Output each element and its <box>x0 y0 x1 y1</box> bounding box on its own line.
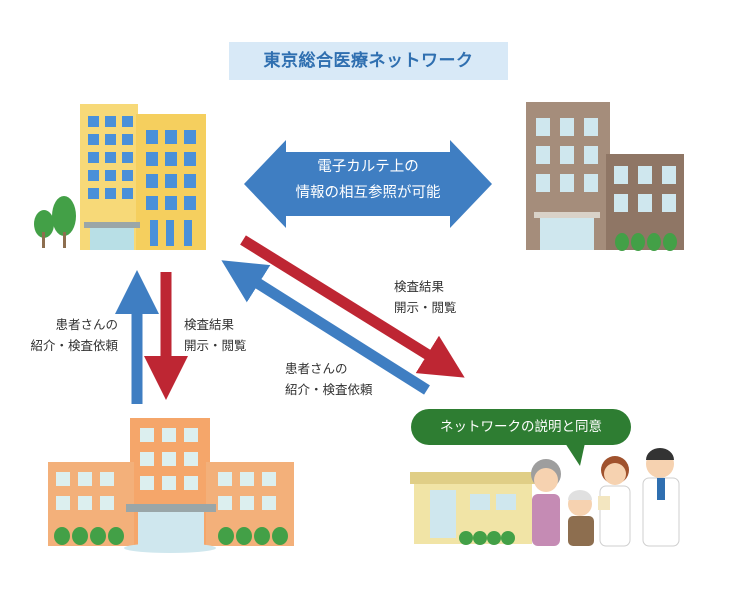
ehr-label-line1: 電子カルテ上の <box>317 159 419 175</box>
page-title: 東京総合医療ネットワーク <box>229 42 508 80</box>
referral-up-line1: 患者さんの <box>55 317 118 332</box>
results-diagonal-label: 検査結果 開示・閲覧 <box>394 276 457 318</box>
results-diagonal-line1: 検査結果 <box>394 279 445 294</box>
referral-up-label: 患者さんの 紹介・検査依頼 <box>18 314 118 356</box>
clinic-illustration <box>410 472 536 545</box>
results-diagonal-line2: 開示・閲覧 <box>394 300 457 315</box>
results-down-line2: 開示・閲覧 <box>184 338 247 353</box>
referral-diagonal-line1: 患者さんの <box>285 361 348 376</box>
ehr-label-line2: 情報の相互参照が可能 <box>295 185 441 201</box>
consent-bubble-label: ネットワークの説明と同意 <box>440 419 602 435</box>
ehr-double-arrow <box>244 140 492 228</box>
hospital-b-illustration <box>526 102 684 251</box>
referral-diagonal-label: 患者さんの 紹介・検査依頼 <box>285 358 373 400</box>
hospital-c-illustration <box>48 418 294 553</box>
referral-up-line2: 紹介・検査依頼 <box>30 338 118 353</box>
people-illustration <box>531 448 680 547</box>
ehr-arrow-label: 電子カルテ上の 情報の相互参照が可能 <box>268 154 468 206</box>
hospital-a-illustration <box>34 104 206 250</box>
referral-diagonal-arrow <box>221 260 430 395</box>
consent-speech-bubble <box>411 409 631 466</box>
results-down-label: 検査結果 開示・閲覧 <box>184 314 247 356</box>
referral-diagonal-line2: 紹介・検査依頼 <box>285 382 373 397</box>
results-diagonal-arrow <box>240 235 465 378</box>
results-down-line1: 検査結果 <box>184 317 235 332</box>
